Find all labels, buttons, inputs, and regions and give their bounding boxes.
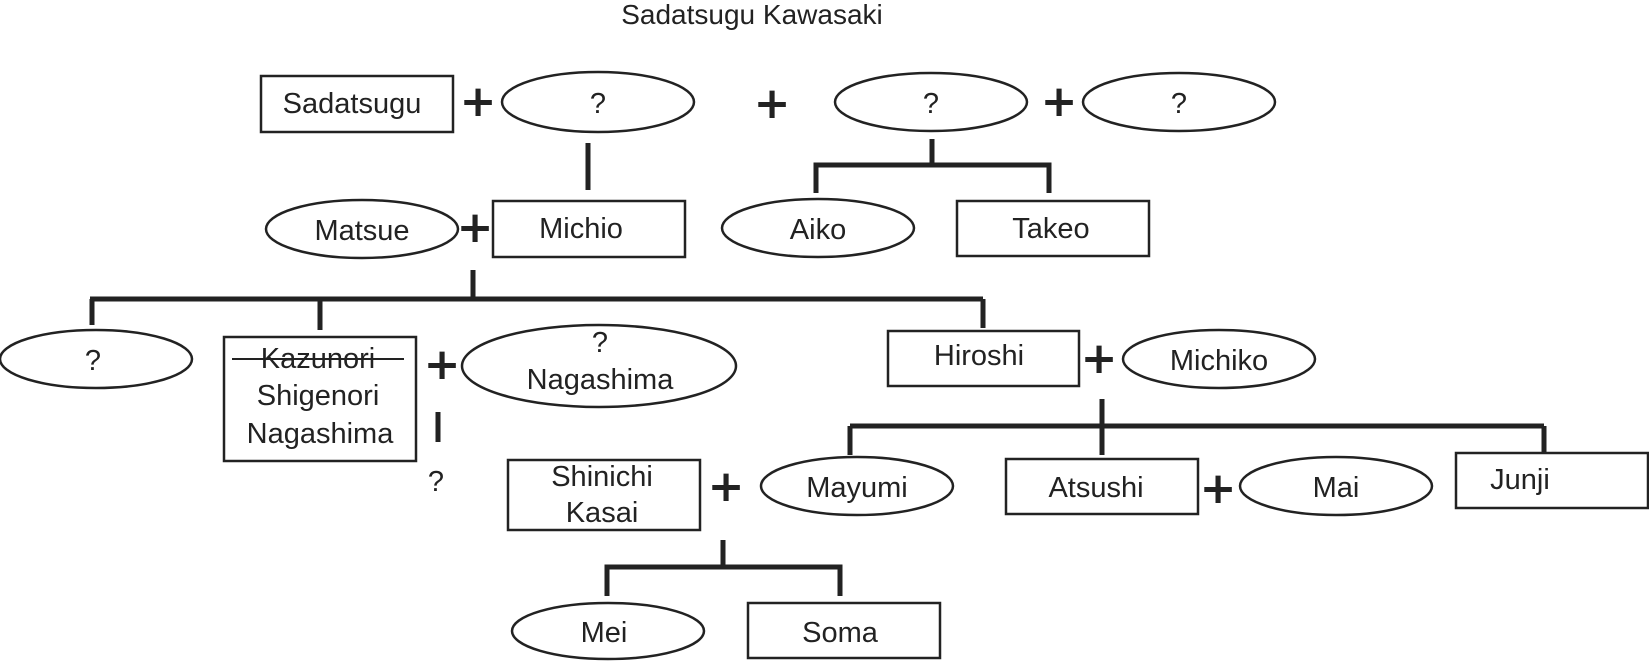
- person-name: Mayumi: [806, 472, 908, 504]
- person-soma: Soma: [746, 601, 942, 660]
- person-mei: Mei: [510, 601, 706, 661]
- person-name: ?: [590, 88, 606, 120]
- person-name: Mei: [581, 617, 628, 649]
- person-shinichi-kasai: Shinichi Kasai: [506, 458, 702, 532]
- male-box: [506, 458, 702, 532]
- female-ellipse: [720, 197, 916, 259]
- person-sadatsugu: Sadatsugu: [259, 74, 455, 134]
- person-name: Aiko: [790, 214, 846, 246]
- person-name: Soma: [802, 617, 879, 649]
- female-ellipse: [759, 455, 955, 517]
- person-name: Michio: [539, 213, 623, 245]
- person-name: Takeo: [1012, 213, 1089, 245]
- person-mayumi: Mayumi: [759, 455, 955, 517]
- person-michio: Michio: [491, 199, 687, 259]
- union-sign: +: [1081, 333, 1118, 384]
- male-box: [955, 199, 1151, 258]
- female-ellipse: [1238, 455, 1434, 517]
- line-aiko-takeo: [813, 162, 1052, 193]
- union-sign: +: [424, 339, 461, 390]
- person-wife2-partner-unknown: ?: [1081, 71, 1277, 133]
- female-ellipse: [833, 71, 1029, 133]
- person-name: Matsue: [314, 215, 409, 247]
- union-sign: +: [457, 202, 494, 253]
- person-wife2-unknown: ?: [833, 71, 1029, 133]
- person-junji: Junji: [1454, 451, 1649, 510]
- union-sign: +: [708, 461, 745, 512]
- line-mei-soma: [604, 564, 843, 596]
- person-name-line1: Shinichi: [551, 461, 653, 493]
- male-box: [259, 74, 455, 134]
- union-sign: +: [1200, 463, 1237, 514]
- connector-lines: [89, 139, 1547, 596]
- person-name: ?: [85, 345, 101, 377]
- female-ellipse: [1121, 328, 1317, 390]
- person-hiroshi: Hiroshi: [886, 329, 1081, 388]
- female-ellipse: [1081, 71, 1277, 133]
- female-ellipse: [264, 198, 460, 260]
- union-sign: +: [460, 76, 497, 127]
- union-sign: +: [1041, 76, 1078, 127]
- person-name: ?: [923, 88, 939, 120]
- person-name: ?: [1171, 88, 1187, 120]
- person-matsue: Matsue: [264, 198, 460, 260]
- person-unknown-child: ?: [0, 328, 194, 390]
- person-takeo: Takeo: [955, 199, 1151, 258]
- person-name: Junji: [1490, 464, 1550, 496]
- person-michiko: Michiko: [1121, 328, 1317, 390]
- person-name-line2: Kasai: [566, 497, 639, 529]
- union-sign: +: [754, 78, 791, 129]
- person-atsushi: Atsushi: [1004, 457, 1200, 516]
- female-ellipse: [500, 70, 696, 134]
- person-name: Sadatsugu: [283, 88, 422, 120]
- person-name-line1: ?: [592, 327, 608, 359]
- diagram-title: Sadatsugu Kawasaki: [621, 0, 883, 30]
- person-name-line2: Nagashima: [247, 418, 395, 450]
- person-name: Atsushi: [1048, 472, 1143, 504]
- unknown-child-mark: ?: [428, 466, 444, 498]
- person-name-line2: Nagashima: [527, 364, 675, 396]
- person-nagashima-spouse: ? Nagashima: [460, 323, 738, 409]
- person-name: Hiroshi: [934, 340, 1024, 372]
- male-box: [1004, 457, 1200, 516]
- person-name-line1: Shigenori: [257, 380, 380, 412]
- person-name: Michiko: [1170, 345, 1268, 377]
- person-name: Mai: [1313, 472, 1360, 504]
- male-box: [491, 199, 687, 259]
- person-aiko: Aiko: [720, 197, 916, 259]
- male-box: [222, 335, 418, 463]
- male-box: [1454, 451, 1649, 510]
- female-ellipse: [0, 328, 194, 390]
- person-mai: Mai: [1238, 455, 1434, 517]
- female-ellipse: [510, 601, 706, 661]
- male-box: [746, 601, 942, 660]
- person-shigenori-nagashima: Kazunori Shigenori Nagashima: [222, 335, 418, 463]
- female-ellipse: [460, 323, 738, 409]
- person-wife1-unknown: ?: [500, 70, 696, 134]
- male-box: [886, 329, 1081, 388]
